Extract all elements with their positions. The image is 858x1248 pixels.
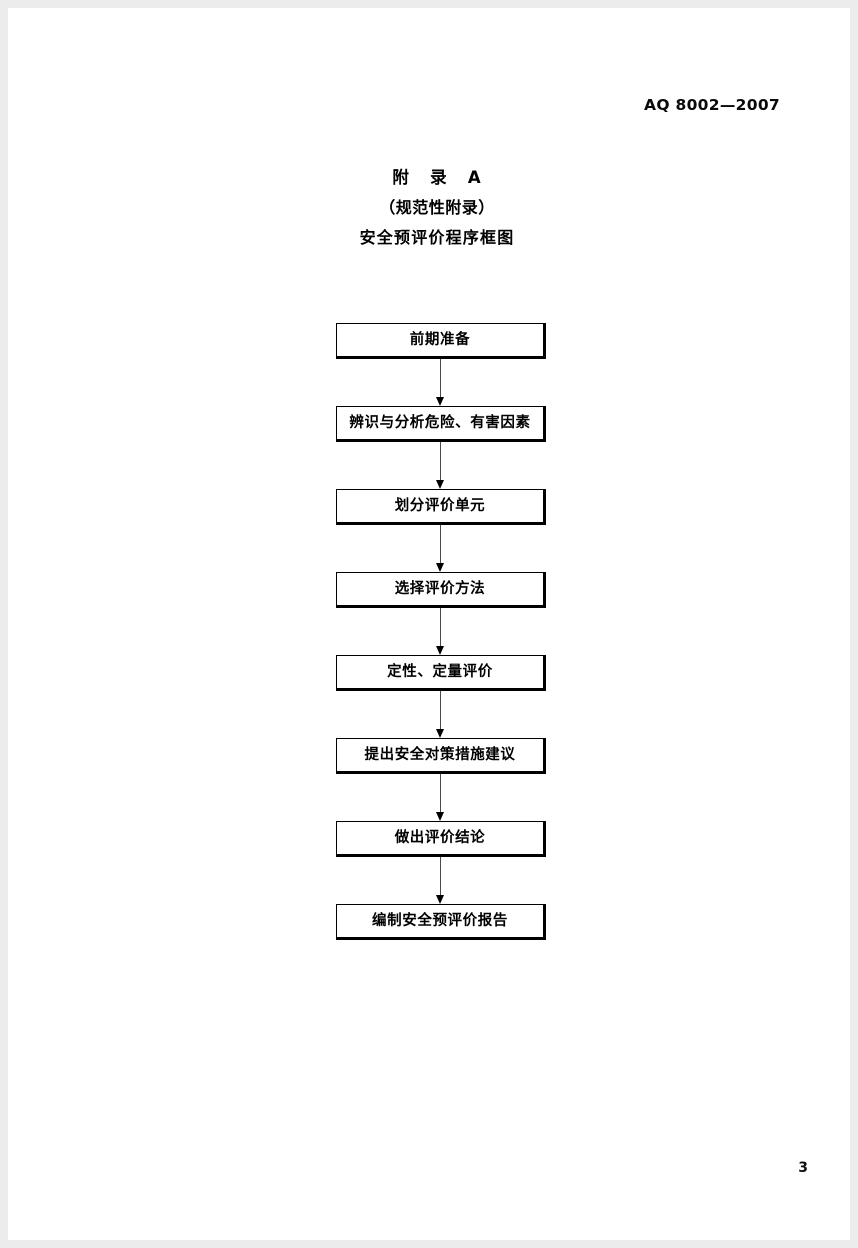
flow-arrow-step-7-to-step-8 — [336, 857, 546, 904]
flow-node-step-5: 定性、定量评价 — [336, 655, 546, 691]
page-number: 3 — [798, 1160, 808, 1176]
arrow-line — [440, 608, 442, 648]
flow-node-label: 划分评价单元 — [394, 497, 486, 514]
flow-arrow-step-2-to-step-3 — [336, 442, 546, 489]
flow-arrow-step-6-to-step-7 — [336, 774, 546, 821]
flow-node-step-4: 选择评价方法 — [336, 572, 546, 608]
arrow-down-icon — [436, 895, 444, 904]
flow-node-step-7: 做出评价结论 — [336, 821, 546, 857]
flow-node-step-2: 辨识与分析危险、有害因素 — [336, 406, 546, 442]
flow-node-label: 提出安全对策措施建议 — [364, 746, 516, 763]
arrow-line — [440, 774, 442, 814]
arrow-down-icon — [436, 397, 444, 406]
arrow-down-icon — [436, 480, 444, 489]
flow-node-label: 做出评价结论 — [394, 829, 486, 846]
annex-kind: （规范性附录） — [379, 198, 495, 217]
flow-node-label: 定性、定量评价 — [387, 663, 493, 680]
safety-pre-evaluation-flowchart: 前期准备辨识与分析危险、有害因素划分评价单元选择评价方法定性、定量评价提出安全对… — [336, 323, 550, 940]
arrow-line — [440, 442, 442, 482]
arrow-line — [440, 857, 442, 897]
annex-name: 安全预评价程序框图 — [359, 228, 515, 247]
standard-number-header: AQ 8002—2007 — [644, 96, 780, 114]
annex-label: 附 录 A — [392, 168, 482, 187]
flow-node-step-1: 前期准备 — [336, 323, 546, 359]
arrow-line — [440, 525, 442, 565]
annex-title-block: 附 录 A （规范性附录） 安全预评价程序框图 — [8, 163, 858, 253]
arrow-down-icon — [436, 729, 444, 738]
flow-node-label: 前期准备 — [409, 331, 471, 348]
flow-arrow-step-3-to-step-4 — [336, 525, 546, 572]
arrow-down-icon — [436, 646, 444, 655]
flow-node-step-3: 划分评价单元 — [336, 489, 546, 525]
flow-arrow-step-1-to-step-2 — [336, 359, 546, 406]
flow-arrow-step-5-to-step-6 — [336, 691, 546, 738]
document-page: AQ 8002—2007 附 录 A （规范性附录） 安全预评价程序框图 前期准… — [8, 8, 850, 1240]
flow-node-label: 选择评价方法 — [394, 580, 486, 597]
flow-node-label: 编制安全预评价报告 — [372, 912, 508, 929]
arrow-down-icon — [436, 812, 444, 821]
arrow-down-icon — [436, 563, 444, 572]
flow-node-step-6: 提出安全对策措施建议 — [336, 738, 546, 774]
arrow-line — [440, 691, 442, 731]
arrow-line — [440, 359, 442, 399]
flow-node-step-8: 编制安全预评价报告 — [336, 904, 546, 940]
flow-node-label: 辨识与分析危险、有害因素 — [349, 414, 531, 431]
flow-arrow-step-4-to-step-5 — [336, 608, 546, 655]
